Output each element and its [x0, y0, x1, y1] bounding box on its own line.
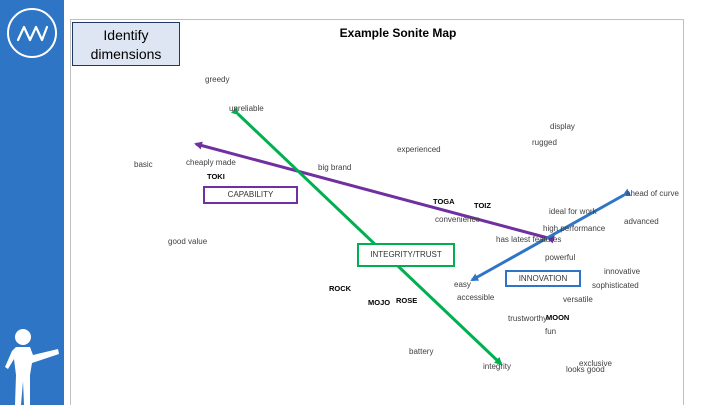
integrity-trust-label: INTEGRITY/TRUST	[357, 243, 455, 267]
capability-label: CAPABILITY	[203, 186, 298, 204]
attribute-cheaply-made: cheaply made	[186, 158, 236, 167]
identify-dimensions-callout: Identify dimensions	[72, 22, 180, 66]
brand-toiz: TOIZ	[474, 201, 491, 210]
attribute-good-value: good value	[168, 237, 208, 246]
attribute-ideal-for-work: ideal for work	[549, 207, 597, 216]
brand-mojo: MOJO	[368, 298, 391, 307]
attribute-integrity: integrity	[483, 362, 512, 371]
brand-moon: MOON	[546, 313, 570, 322]
brand-toga: TOGA	[433, 197, 455, 206]
integrity-trust-arrow	[230, 106, 503, 366]
attribute-battery: battery	[409, 347, 434, 356]
attribute-ahead-of-curve: ahead of curve	[626, 189, 679, 198]
attribute-basic: basic	[134, 160, 153, 169]
brand-rose: ROSE	[396, 296, 418, 305]
attribute-has-latest-features: has latest features	[496, 235, 562, 244]
attribute-exclusive: exclusive	[579, 359, 612, 368]
callout-line-1: Identify	[103, 27, 149, 43]
logo-icon	[7, 8, 57, 58]
person-pointing-icon	[5, 329, 59, 405]
attribute-powerful: powerful	[545, 253, 576, 262]
attribute-fun: fun	[545, 327, 557, 336]
attribute-trustworthy: trustworthy	[508, 314, 548, 323]
sidebar	[0, 0, 64, 405]
attribute-big-brand: big brand	[318, 163, 352, 172]
attribute-unreliable: unreliable	[229, 104, 264, 113]
attribute-innovative: innovative	[604, 267, 641, 276]
brand-toki: TOKI	[207, 172, 225, 181]
innovation-arrow	[470, 188, 632, 282]
attribute-convenience: convenience	[435, 215, 480, 224]
innovation-label: INNOVATION	[505, 270, 581, 287]
attribute-looks-good: looks good	[566, 365, 605, 374]
attribute-rugged: rugged	[532, 138, 557, 147]
attribute-sophisticated: sophisticated	[592, 281, 639, 290]
attribute-experienced: experienced	[397, 145, 441, 154]
attribute-high-performance: high performance	[543, 224, 606, 233]
map-frame	[70, 19, 684, 405]
attribute-display: display	[550, 122, 575, 131]
attribute-advanced: advanced	[624, 217, 659, 226]
callout-line-2: dimensions	[90, 46, 162, 62]
attribute-easy: easy	[454, 280, 471, 289]
map-title: Example Sonite Map	[339, 26, 457, 40]
attribute-versatile: versatile	[563, 295, 593, 304]
brand-rock: ROCK	[329, 284, 352, 293]
attribute-accessible: accessible	[457, 293, 495, 302]
attribute-greedy: greedy	[205, 75, 230, 84]
